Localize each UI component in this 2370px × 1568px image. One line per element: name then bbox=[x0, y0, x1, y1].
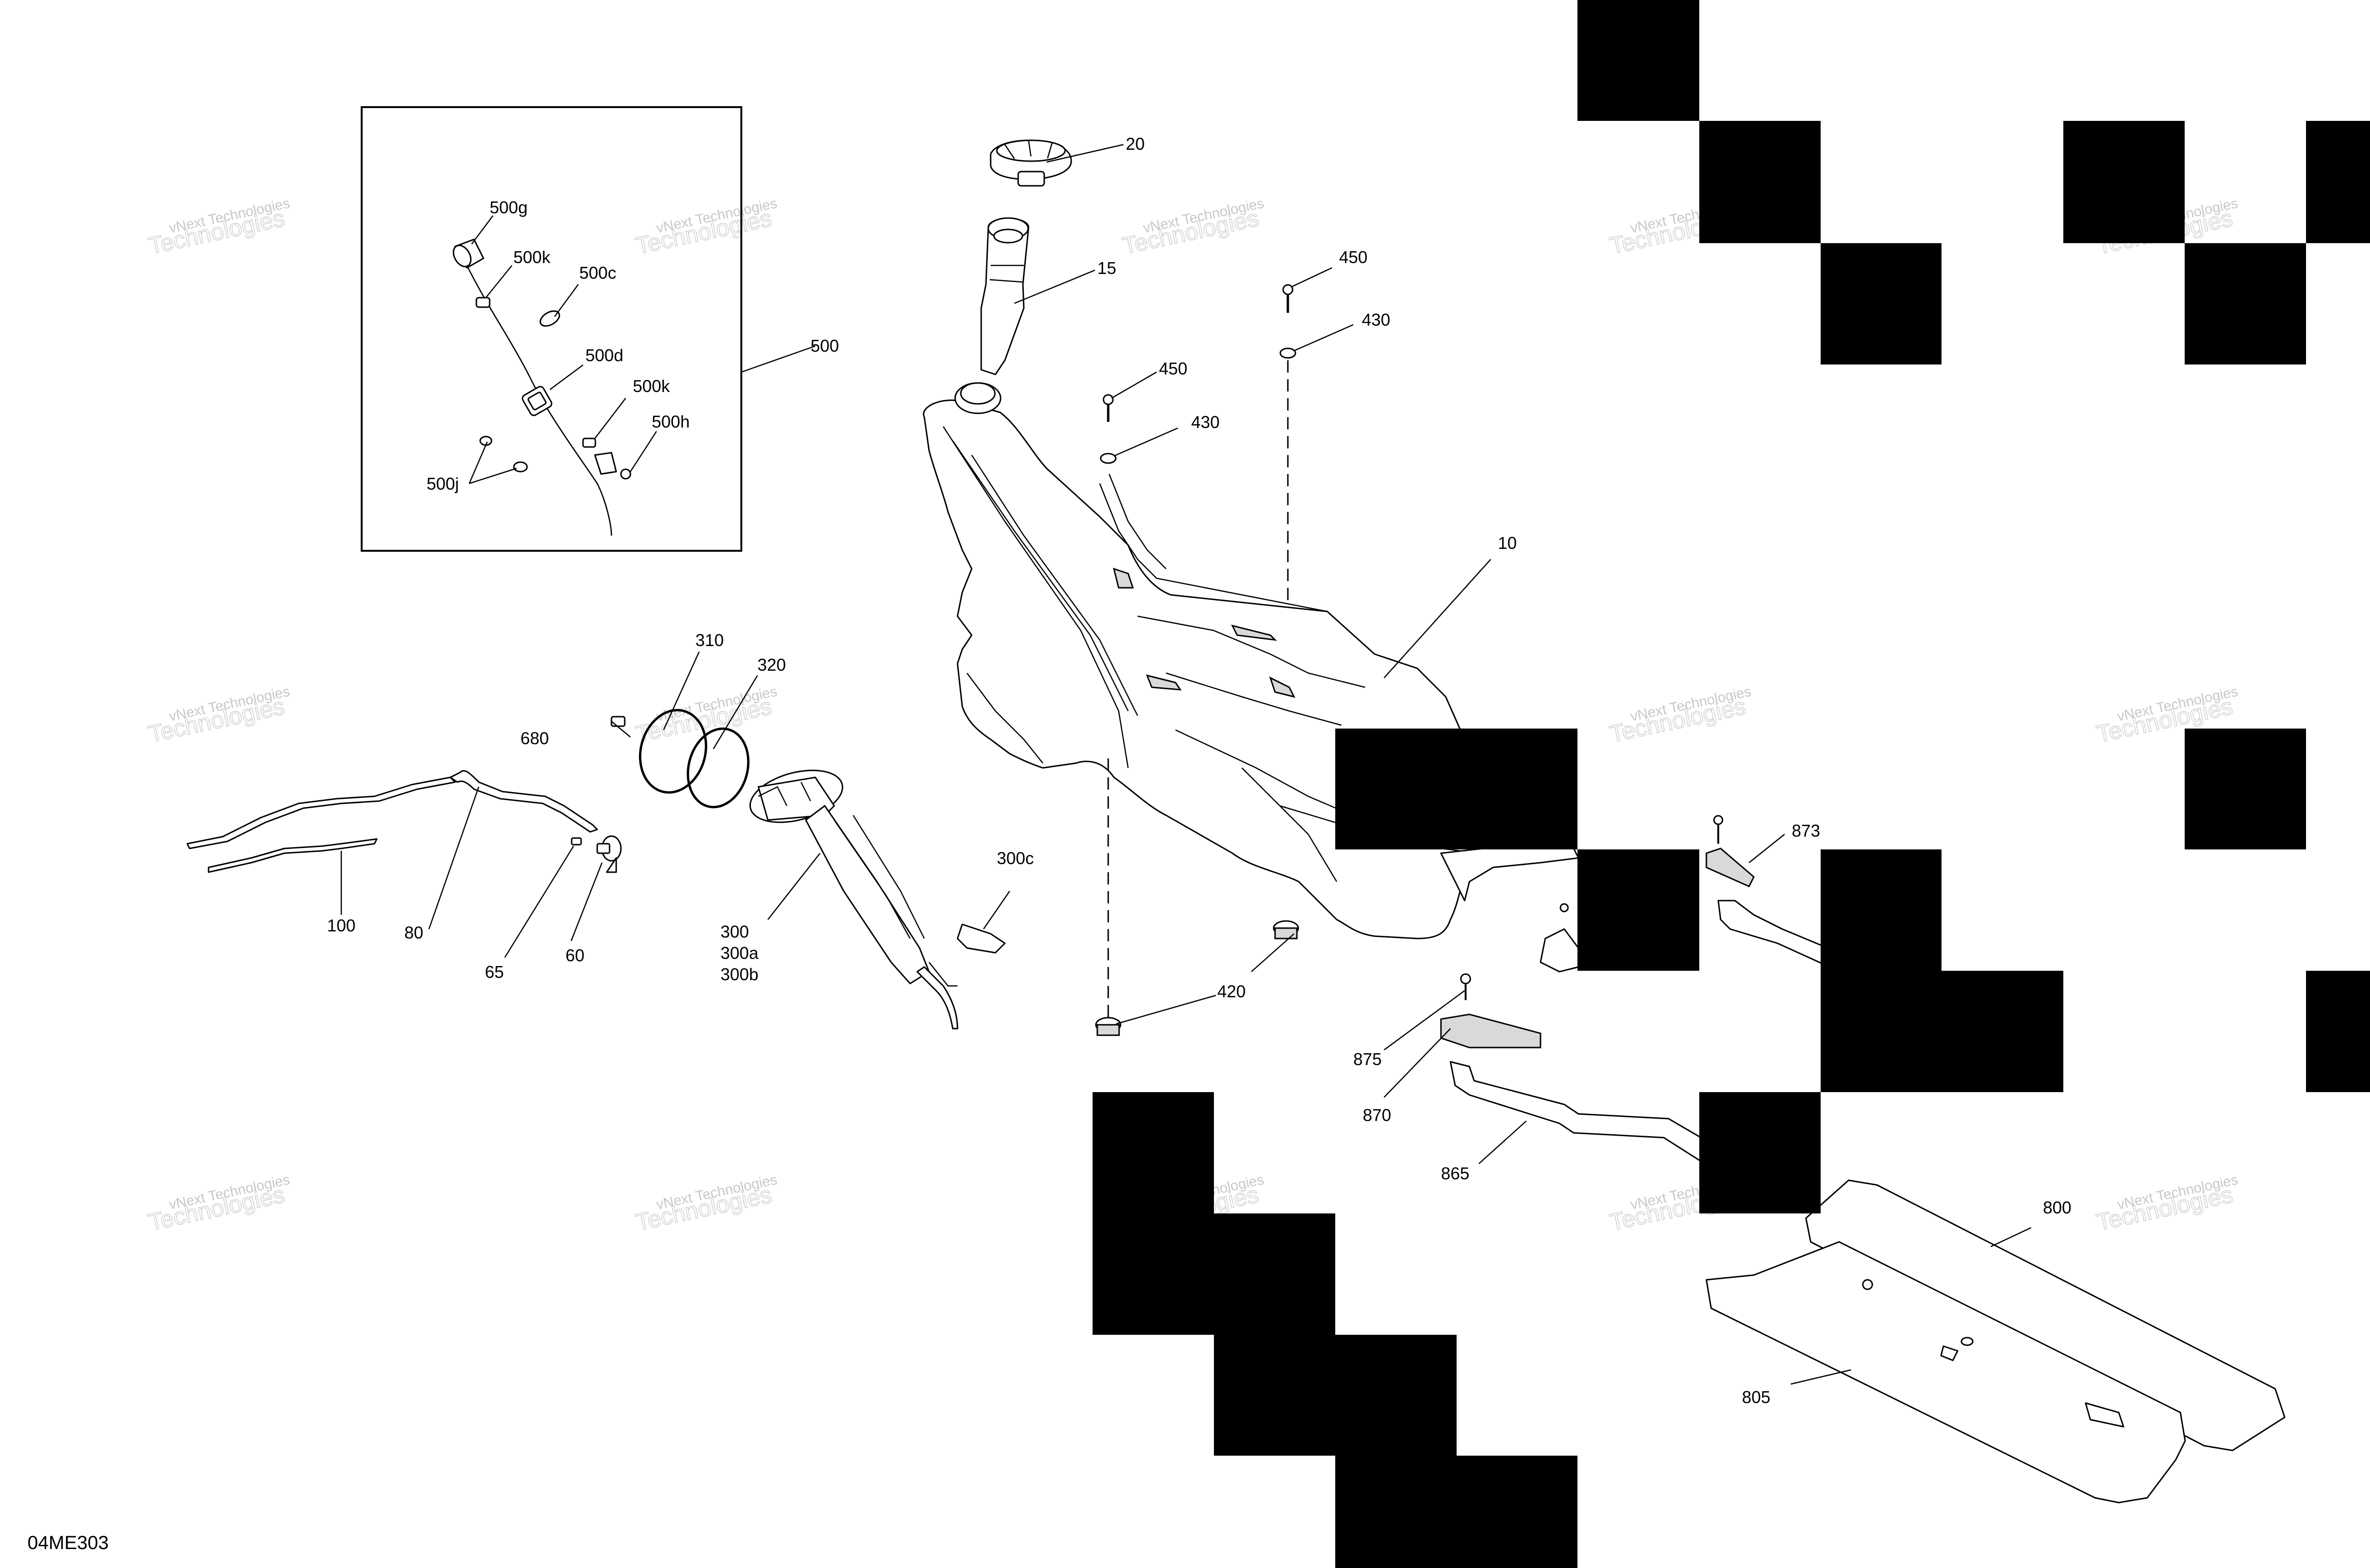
bolt-875-right bbox=[1713, 815, 1723, 844]
redaction-block bbox=[1214, 1335, 1457, 1456]
bolt-875-left bbox=[1460, 973, 1471, 1000]
clamp-65 bbox=[571, 837, 582, 846]
bracket-870 bbox=[1440, 1013, 1541, 1048]
redaction-block bbox=[1335, 729, 1577, 849]
seal-ring-310 bbox=[638, 709, 708, 794]
callout-450-left: 450 bbox=[1159, 359, 1187, 378]
fuel-cap-20 bbox=[990, 139, 1072, 187]
fuel-filter-300c bbox=[957, 923, 1006, 954]
callout-800: 800 bbox=[2043, 1198, 2071, 1217]
callout-20: 20 bbox=[1126, 134, 1145, 154]
clamp-500k-2 bbox=[582, 438, 596, 448]
redaction-block bbox=[1821, 243, 1942, 365]
redaction-block bbox=[1699, 1092, 1821, 1213]
spacer-420-lower bbox=[1095, 1017, 1121, 1036]
fuel-line-80 bbox=[449, 770, 598, 833]
callout-450-right: 450 bbox=[1339, 247, 1367, 267]
callout-300c: 300c bbox=[997, 848, 1034, 868]
heat-shield-800 bbox=[1805, 1179, 2286, 1451]
callout-500c: 500c bbox=[579, 263, 616, 283]
redaction-blocks bbox=[1093, 0, 2370, 1568]
callout-430-right: 430 bbox=[1362, 310, 1390, 329]
callout-430-left: 430 bbox=[1191, 412, 1220, 432]
callout-500h: 500h bbox=[652, 412, 690, 431]
callout-65: 65 bbox=[485, 962, 504, 982]
elbow-fitting-500g bbox=[453, 238, 484, 269]
callout-500d: 500d bbox=[585, 346, 623, 365]
washer-430-lower bbox=[1100, 453, 1117, 464]
callout-310: 310 bbox=[695, 630, 724, 650]
callout-500j: 500j bbox=[427, 474, 459, 493]
heat-shield-805 bbox=[1705, 1241, 2186, 1504]
callout-680: 680 bbox=[520, 729, 549, 748]
redaction-block bbox=[1821, 971, 2063, 1092]
callout-873: 873 bbox=[1792, 821, 1820, 840]
bolt-450-upper bbox=[1282, 284, 1294, 313]
callout-labels: 20 15 450 430 450 430 10 420 500 500g 50… bbox=[27, 134, 2071, 1553]
fitting-500h bbox=[594, 452, 631, 480]
callout-80: 80 bbox=[404, 923, 423, 942]
redaction-block bbox=[2063, 121, 2185, 243]
clip-500j-b bbox=[513, 461, 528, 473]
quick-connect-60 bbox=[596, 835, 622, 873]
redaction-block bbox=[2185, 729, 2306, 849]
bracket-865 bbox=[1449, 1061, 1736, 1172]
callout-865: 865 bbox=[1441, 1164, 1469, 1183]
clamp-500k bbox=[475, 297, 491, 308]
check-valve-500d bbox=[521, 386, 553, 416]
callout-875: 875 bbox=[1353, 1049, 1382, 1069]
tank-bracket-right bbox=[1540, 903, 1579, 973]
fuel-pump-module-300 bbox=[749, 769, 958, 1030]
callout-100: 100 bbox=[327, 916, 356, 935]
callout-320: 320 bbox=[757, 655, 786, 675]
filler-neck-15 bbox=[980, 217, 1030, 375]
redaction-block bbox=[2185, 243, 2306, 365]
redaction-block bbox=[1577, 849, 1699, 971]
callout-300a: 300a bbox=[720, 943, 759, 963]
callout-10: 10 bbox=[1498, 533, 1517, 553]
callout-500k-bottom: 500k bbox=[633, 376, 670, 396]
washer-430-upper bbox=[1279, 347, 1296, 359]
callout-870: 870 bbox=[1363, 1105, 1391, 1125]
callout-500k-top: 500k bbox=[513, 247, 551, 267]
callout-15: 15 bbox=[1097, 258, 1116, 278]
callout-420: 420 bbox=[1217, 982, 1246, 1001]
lock-ring-320 bbox=[686, 727, 750, 809]
grommet-500c bbox=[539, 310, 560, 327]
callout-805: 805 bbox=[1742, 1387, 1770, 1407]
leader-lines bbox=[340, 144, 2032, 1385]
callout-500g: 500g bbox=[490, 198, 528, 217]
redaction-block bbox=[1699, 121, 1821, 243]
redaction-block bbox=[1093, 1092, 1214, 1335]
bolt-450-lower bbox=[1103, 394, 1114, 422]
redaction-block bbox=[1821, 849, 1942, 971]
callout-60: 60 bbox=[565, 946, 584, 965]
spacer-420-upper bbox=[1273, 920, 1299, 939]
diagram-code: 04ME303 bbox=[27, 1532, 109, 1553]
redaction-block bbox=[2306, 971, 2370, 1092]
inset-box-500 bbox=[361, 106, 742, 552]
redaction-block bbox=[1335, 1456, 1577, 1568]
fuel-line-100 bbox=[186, 776, 456, 873]
redaction-block bbox=[2306, 121, 2370, 243]
screw-680 bbox=[611, 716, 626, 727]
callout-300b: 300b bbox=[720, 965, 758, 984]
redaction-block bbox=[1577, 0, 1699, 121]
callout-500: 500 bbox=[811, 336, 839, 356]
redaction-block bbox=[1214, 1213, 1335, 1335]
callout-300: 300 bbox=[720, 922, 749, 941]
